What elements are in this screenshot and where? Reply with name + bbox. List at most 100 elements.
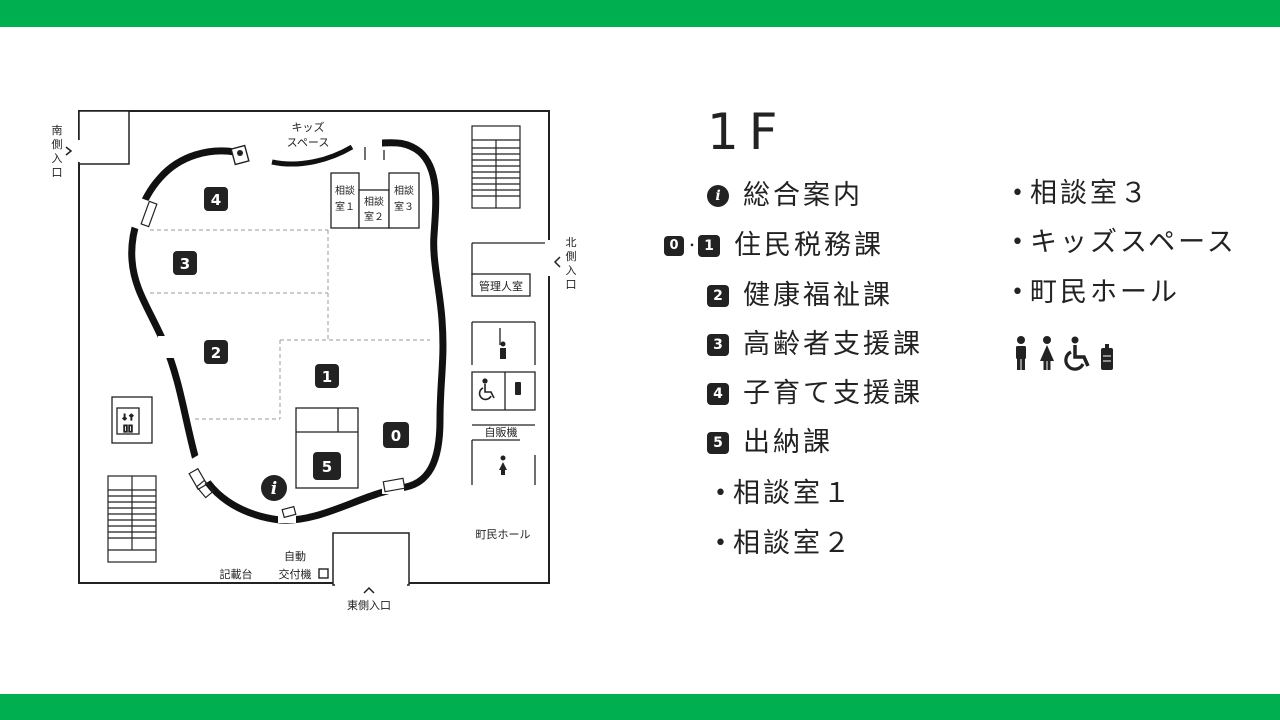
facility-icons: [1011, 335, 1115, 371]
svg-text:i: i: [271, 479, 277, 499]
building-outline: [78, 110, 550, 584]
mens-restroom-icon: [1016, 336, 1026, 370]
legend-health-welfare-label: 健康福祉課: [743, 280, 893, 311]
legend-consult-3-label: 相談室３: [1029, 178, 1150, 209]
legend-residents-tax: 0 ･ 1 住民税務課: [664, 228, 884, 264]
legend-kids-space-label: キッズスペース: [1029, 227, 1237, 258]
floor-map: 南 側 入 口 北 側 入 口 東側入口 ↓↑ ▯▯: [52, 110, 577, 612]
zone-1-badge: 1: [698, 235, 721, 257]
cashier-counter: [295, 407, 359, 489]
legend-consult-2-label: 相談室２: [732, 528, 853, 559]
office-area-wall: [128, 139, 447, 524]
map-womens-restroom-icon: [499, 455, 507, 475]
legend-cashier: 5 出納課: [707, 425, 833, 461]
zone-4-badge: 4: [707, 383, 729, 405]
auto-issue-label-1: 自動: [284, 549, 306, 563]
legend-town-hall: • 町民ホール: [1011, 275, 1180, 311]
consult-room-1-label-a: 相談: [335, 184, 355, 197]
bottom-green-bar: [0, 694, 1280, 720]
legend-consult-1: • 相談室１: [714, 476, 853, 512]
svg-text:1: 1: [322, 368, 332, 386]
kids-space: キッズ スペース: [271, 120, 354, 167]
svg-text:4: 4: [211, 191, 221, 209]
svg-text:↓↑: ↓↑: [121, 413, 134, 422]
legend-consult-3: • 相談室３: [1011, 176, 1150, 212]
stairs-northeast: [471, 125, 521, 209]
door-swings: [140, 200, 406, 519]
south-entrance-label-1: 南: [52, 124, 63, 137]
legend-residents-tax-label: 住民税務課: [734, 230, 885, 261]
zone-badge-1: 1: [315, 364, 339, 388]
north-entrance-label-1: 北: [566, 236, 577, 249]
south-entrance-label-2: 側: [52, 138, 63, 151]
zone-badge-0: 0: [383, 422, 409, 448]
bullet-icon: •: [1011, 230, 1024, 255]
legend-elderly-support: 3 高齢者支援課: [707, 327, 923, 363]
bullet-icon: •: [714, 481, 727, 506]
legend-separator: ･: [688, 236, 697, 255]
zone-badge-5: 5: [313, 452, 341, 480]
legend-consult-1-label: 相談室１: [732, 478, 853, 509]
legend-childcare-support-label: 子育て支援課: [743, 378, 923, 409]
north-entrance: 北 側 入 口: [545, 236, 577, 291]
zone-dividers: [150, 229, 430, 420]
elevator-icon: ↓↑ ▯▯: [111, 396, 153, 444]
kids-space-label-1: キッズ: [292, 120, 325, 134]
legend-town-hall-label: 町民ホール: [1029, 277, 1180, 308]
east-entrance-label: 東側入口: [347, 599, 391, 612]
bullet-icon: •: [714, 531, 727, 556]
town-hall-label: 町民ホール: [476, 528, 531, 541]
zone-badge-3: 3: [173, 251, 197, 275]
map-mens-restroom-icon: [500, 341, 506, 359]
south-entrance-label-4: 口: [52, 166, 63, 179]
vending-label: 自販機: [485, 425, 518, 439]
east-entrance: 東側入口: [332, 532, 410, 612]
consult-room-2-label-a: 相談: [364, 195, 384, 208]
writing-desk-label: 記載台: [220, 567, 253, 581]
stairs-southwest: [107, 475, 157, 563]
legend-info-label: 総合案内: [743, 180, 863, 211]
map-kids-marker-icon: [230, 144, 250, 166]
legend-cashier-label: 出納課: [743, 427, 833, 458]
svg-text:5: 5: [322, 458, 332, 476]
zone-5-badge: 5: [707, 432, 729, 454]
manager-room-label: 管理人室: [479, 279, 523, 293]
zone-2-badge: 2: [707, 285, 729, 307]
bullet-icon: •: [1011, 280, 1024, 305]
legend-kids-space: • キッズスペース: [1011, 225, 1237, 261]
legend-health-welfare: 2 健康福祉課: [707, 278, 893, 314]
kids-space-label-2: スペース: [287, 136, 330, 149]
bullet-icon: •: [1011, 181, 1024, 206]
east-wing-rooms: [471, 242, 545, 485]
map-nursing-icon: [515, 382, 521, 395]
consult-room-3-label-a: 相談: [394, 184, 414, 197]
north-entrance-label-3: 入: [566, 264, 577, 277]
north-entrance-label-2: 側: [566, 250, 577, 263]
info-icon: i: [707, 185, 729, 207]
zone-badge-2: 2: [204, 340, 228, 364]
consultation-rooms: [330, 147, 420, 229]
svg-text:0: 0: [391, 427, 401, 445]
south-entrance-label-3: 入: [52, 152, 63, 165]
svg-text:2: 2: [211, 344, 221, 362]
zone-badge-4: 4: [204, 187, 228, 211]
nursing-room-icon: [1101, 344, 1113, 370]
zone-0-badge: 0: [664, 236, 684, 256]
consult-room-3-label-b: 室３: [394, 200, 414, 213]
map-wheelchair-icon: [478, 378, 495, 401]
legend-childcare-support: 4 子育て支援課: [707, 376, 923, 412]
consult-room-1-label-b: 室１: [335, 200, 355, 213]
zone-3-badge: 3: [707, 334, 729, 356]
legend-elderly-support-label: 高齢者支援課: [743, 329, 923, 360]
wheelchair-restroom-icon: [1064, 336, 1090, 371]
svg-text:3: 3: [180, 255, 190, 273]
womens-restroom-icon: [1040, 336, 1054, 370]
top-green-bar: [0, 0, 1280, 27]
legend-consult-2: • 相談室２: [714, 526, 853, 562]
floor-title: 1F: [707, 103, 788, 161]
legend-info: i 総合案内: [707, 178, 863, 214]
svg-text:▯▯: ▯▯: [123, 424, 133, 434]
map-info-marker: i: [261, 475, 287, 501]
auto-issue-label-2: 交付機: [279, 567, 312, 581]
south-entrance: 南 側 入 口: [52, 110, 130, 179]
